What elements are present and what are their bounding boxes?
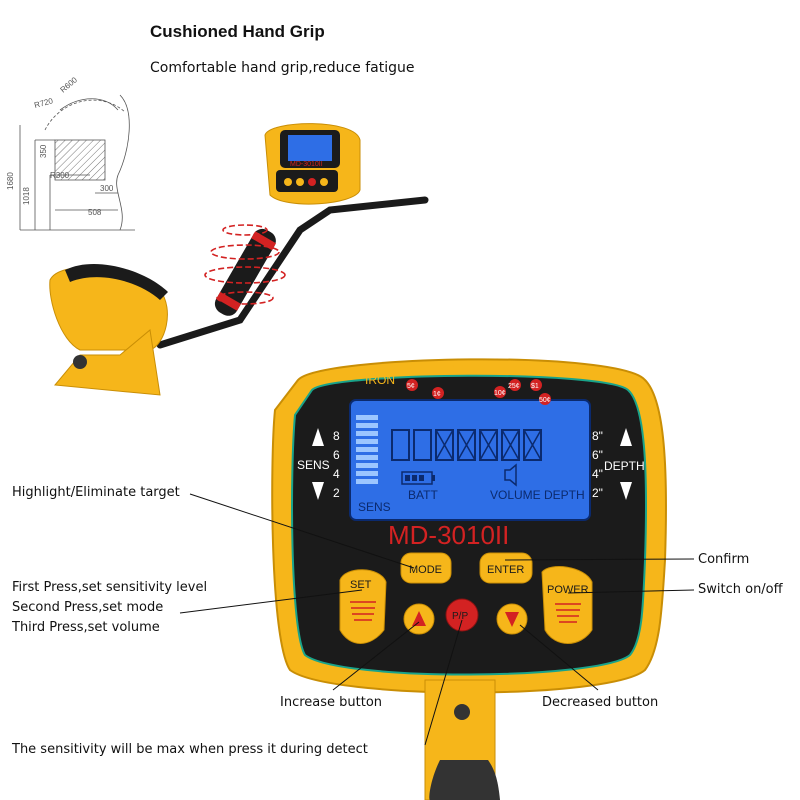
sens-label: SENS [297, 458, 330, 472]
depth-scale-2: 2" [592, 486, 603, 500]
dim-508: 508 [88, 208, 102, 217]
increase-button[interactable] [403, 603, 435, 635]
callout-lines [179, 493, 695, 746]
callout-pinpoint: The sensitivity will be max when press i… [12, 742, 368, 757]
set-button[interactable]: SET [339, 569, 387, 644]
callout-decrease: Decreased button [542, 695, 659, 710]
mode-button-label: MODE [409, 564, 442, 576]
sens-scale-8: 8 [333, 429, 340, 443]
decrease-button[interactable] [496, 603, 528, 635]
pinpoint-button[interactable]: P/P [445, 598, 479, 632]
lcd-batt-label: BATT [408, 488, 438, 502]
enter-button-label: ENTER [487, 564, 524, 576]
callout-confirm: Confirm [698, 552, 750, 567]
speaker-icon [504, 463, 517, 487]
small-model-label: MD-3010II [290, 161, 323, 168]
control-panel-closeup: SENS BATT VOLUME DEPTH IRON AL GOLD SILV… [271, 358, 667, 800]
detector-full-view: MD-3010II [49, 123, 429, 396]
callout-power: Switch on/off [698, 582, 783, 597]
dim-r720: R720 [33, 96, 54, 110]
depth-scale-4: 4" [592, 467, 603, 481]
callout-set-line3: Third Press,set volume [12, 620, 160, 635]
sens-scale-6: 6 [333, 448, 340, 462]
up-triangle-icon [412, 611, 426, 626]
pinpoint-button-label: P/P [452, 611, 468, 622]
power-button-label: POWER [547, 584, 589, 596]
sens-down-arrow-icon [312, 482, 324, 500]
coin-5c: 5¢ [407, 383, 415, 390]
coin-50c: 50¢ [539, 397, 551, 404]
sens-scale-2: 2 [333, 486, 340, 500]
mode-button[interactable]: MODE [400, 552, 452, 584]
coin-25c: 25¢ [508, 383, 520, 390]
lcd-volume-depth-label: VOLUME DEPTH [490, 488, 585, 502]
label-iron: IRON [365, 373, 395, 387]
callout-highlight-target: Highlight/Eliminate target [12, 485, 180, 500]
power-button[interactable]: POWER [541, 566, 593, 644]
dim-350: 350 [39, 144, 48, 158]
page-title: Cushioned Hand Grip [150, 22, 325, 41]
model-name: MD-3010II [388, 520, 509, 550]
coin-10c: 10¢ [494, 390, 506, 397]
grip-technical-drawing [19, 94, 135, 231]
sens-scale-4: 4 [333, 467, 340, 481]
sens-up-arrow-icon [312, 428, 324, 446]
depth-up-arrow-icon [620, 428, 632, 446]
callout-set-line2: Second Press,set mode [12, 600, 164, 615]
callout-set-line1: First Press,set sensitivity level [12, 580, 208, 595]
depth-down-arrow-icon [620, 482, 632, 500]
dim-1680: 1680 [6, 172, 15, 190]
label-gold: GOLD [451, 362, 485, 376]
callout-increase: Increase button [280, 695, 383, 710]
lcd-sens-label: SENS [358, 500, 391, 514]
page-subtitle: Comfortable hand grip,reduce fatigue [150, 60, 415, 76]
depth-scale-6: 6" [592, 448, 603, 462]
down-triangle-icon [505, 612, 519, 627]
depth-label: DEPTH [604, 459, 645, 473]
depth-scale-8: 8" [592, 429, 603, 443]
coin-1c: 1¢ [433, 391, 441, 398]
coin-1d: $1 [531, 383, 539, 390]
label-silver: SILVER [512, 363, 554, 377]
dim-300: 300 [100, 184, 114, 193]
enter-button[interactable]: ENTER [479, 552, 533, 584]
dim-1018: 1018 [22, 187, 31, 205]
set-button-label: SET [350, 579, 372, 591]
label-al: AL [405, 364, 420, 378]
dim-r600: R600 [59, 75, 80, 95]
dim-r300: R300 [50, 171, 70, 180]
